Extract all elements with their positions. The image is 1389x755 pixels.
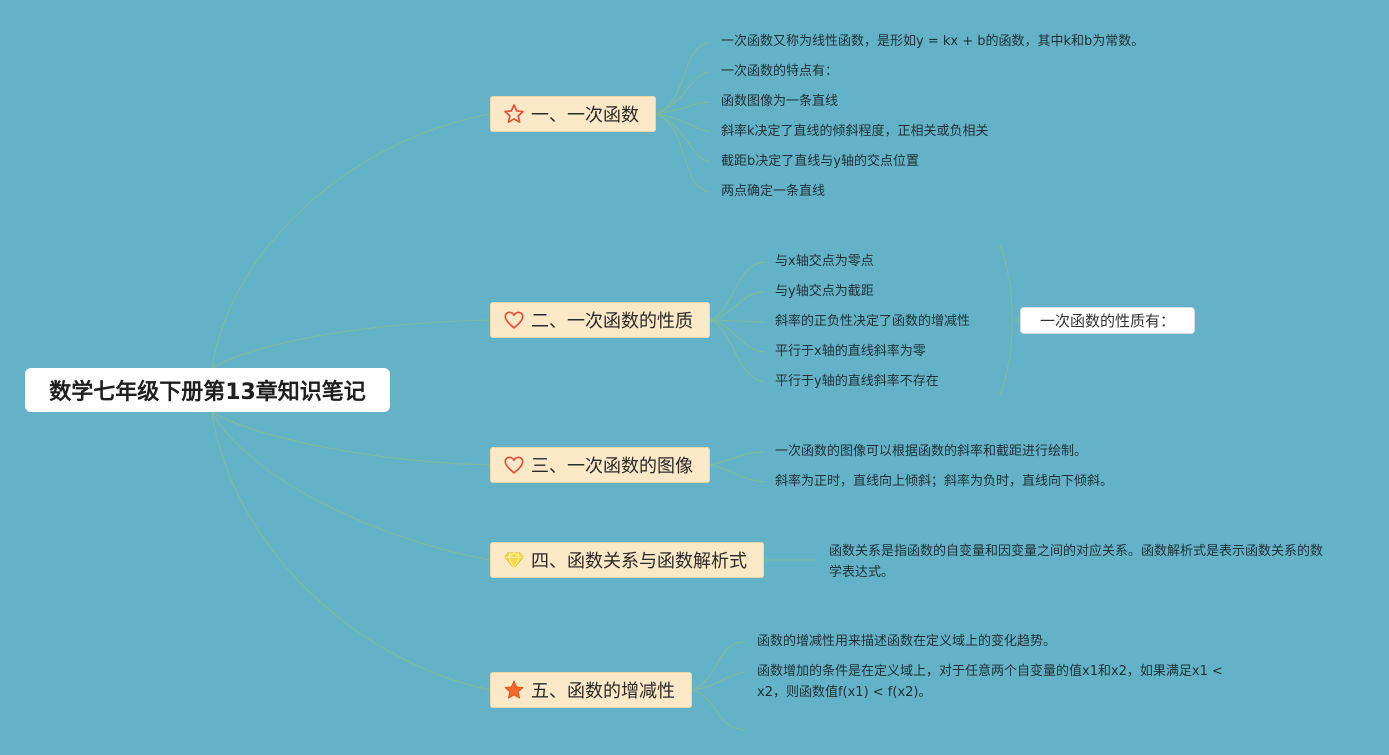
leaf-1-2: 一次函数的特点有： (721, 64, 839, 79)
diamond-icon (503, 549, 525, 571)
branch-node-5[interactable]: 五、函数的增减性 (490, 672, 692, 708)
branch-label-5: 五、函数的增减性 (531, 681, 675, 702)
heart-outline-icon (503, 309, 525, 331)
leaf-1-5: 截距b决定了直线与y轴的交点位置 (721, 154, 919, 169)
branch-node-4[interactable]: 四、函数关系与函数解析式 (490, 542, 764, 578)
root-node[interactable]: 数学七年级下册第13章知识笔记 (25, 368, 390, 412)
summary-node[interactable]: 一次函数的性质有： (1020, 307, 1195, 334)
leaf-2-4: 平行于x轴的直线斜率为零 (775, 344, 926, 359)
leaf-1-3: 函数图像为一条直线 (721, 94, 839, 109)
root-title: 数学七年级下册第13章知识笔记 (49, 380, 366, 405)
leaf-4-1: 函数关系是指函数的自变量和因变量之间的对应关系。函数解析式是表示函数关系的数学表… (829, 544, 1324, 580)
leaf-1-1: 一次函数又称为线性函数，是形如y = kx + b的函数，其中k和b为常数。 (721, 34, 1145, 49)
star-outline-icon (503, 103, 525, 125)
leaf-2-3: 斜率的正负性决定了函数的增减性 (775, 314, 971, 329)
branch-node-3[interactable]: 三、一次函数的图像 (490, 447, 710, 483)
leaf-1-6: 两点确定一条直线 (721, 184, 826, 199)
branch-label-4: 四、函数关系与函数解析式 (531, 551, 747, 572)
leaf-1-4: 斜率k决定了直线的倾斜程度，正相关或负相关 (721, 124, 989, 139)
leaf-2-1: 与x轴交点为零点 (775, 254, 874, 269)
heart-outline-icon (503, 454, 525, 476)
leaf-5-1: 函数的增减性用来描述函数在定义域上的变化趋势。 (757, 634, 1057, 649)
branch-label-2: 二、一次函数的性质 (531, 311, 693, 332)
branch-label-3: 三、一次函数的图像 (531, 456, 693, 477)
leaf-5-2: 函数增加的条件是在定义域上，对于任意两个自变量的值x1和x2，如果满足x1 < … (757, 664, 1223, 700)
branch-node-1[interactable]: 一、一次函数 (490, 96, 656, 132)
branch-label-1: 一、一次函数 (531, 105, 639, 126)
leaf-3-2: 斜率为正时，直线向上倾斜；斜率为负时，直线向下倾斜。 (775, 474, 1114, 489)
summary-label: 一次函数的性质有： (1039, 312, 1175, 330)
star-filled-icon (503, 679, 525, 701)
leaf-3-1: 一次函数的图像可以根据函数的斜率和截距进行绘制。 (775, 444, 1088, 459)
leaf-2-5: 平行于y轴的直线斜率不存在 (775, 374, 939, 389)
branch-node-2[interactable]: 二、一次函数的性质 (490, 302, 710, 338)
leaf-2-2: 与y轴交点为截距 (775, 284, 874, 299)
